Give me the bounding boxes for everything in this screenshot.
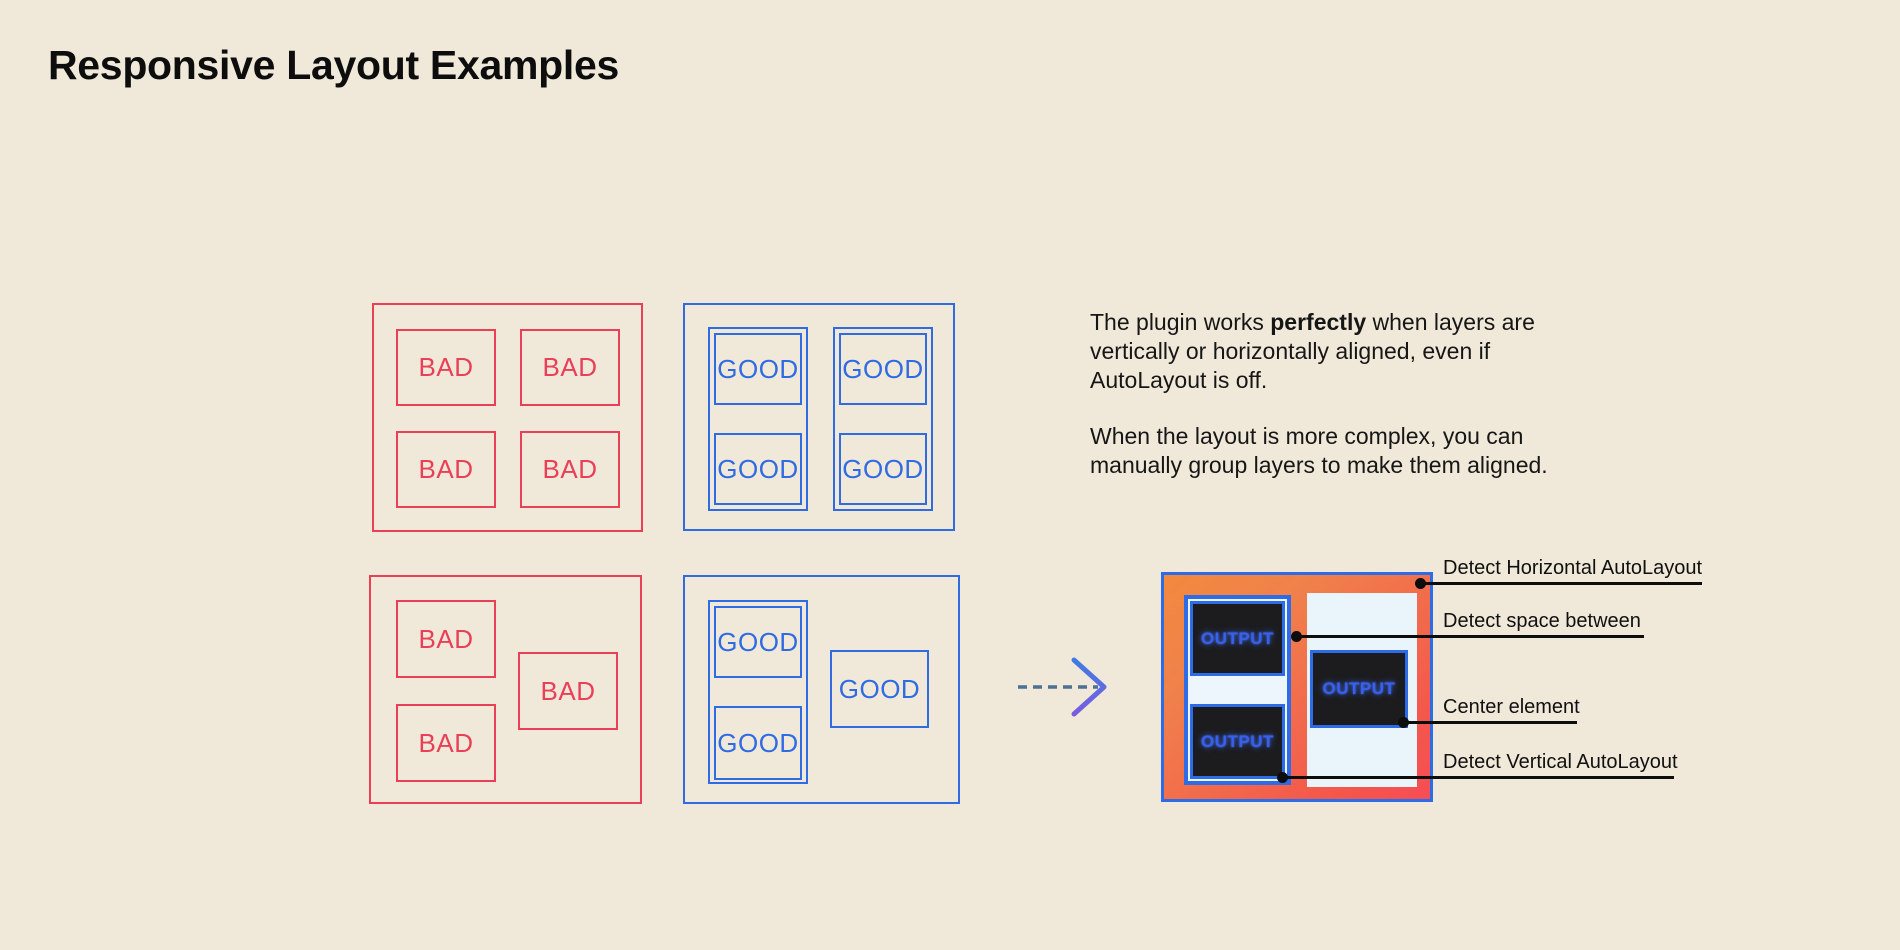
bad-group-top: BAD BAD BAD BAD: [372, 303, 643, 532]
good-box: GOOD: [830, 650, 929, 728]
output-box: OUTPUT: [1190, 601, 1285, 676]
bad-box: BAD: [396, 329, 496, 406]
transform-arrow-icon: [1018, 657, 1107, 717]
paragraph: The plugin works perfectly when layers a…: [1090, 308, 1555, 395]
good-box: GOOD: [839, 433, 927, 505]
good-column-group: GOOD GOOD: [833, 327, 933, 511]
good-group-bottom: GOOD GOOD GOOD: [683, 575, 960, 804]
annotation-line: [1283, 776, 1674, 779]
annotation-dot: [1398, 717, 1409, 728]
bad-box: BAD: [518, 652, 618, 730]
good-box: GOOD: [714, 333, 802, 405]
bad-box: BAD: [520, 431, 620, 508]
annotation-line: [1421, 582, 1702, 585]
output-label: OUTPUT: [1201, 731, 1274, 751]
annotation-dot: [1415, 578, 1426, 589]
annotation-line: [1404, 721, 1577, 724]
paragraph: When the layout is more complex, you can…: [1090, 423, 1548, 478]
paragraph-text: when layers are vertically or horizontal…: [1090, 309, 1535, 393]
good-box: GOOD: [839, 333, 927, 405]
output-box: OUTPUT: [1190, 704, 1285, 779]
good-column-group: GOOD GOOD: [708, 600, 808, 784]
annotation-label: Detect Horizontal AutoLayout: [1443, 557, 1703, 579]
bad-box: BAD: [396, 431, 496, 508]
paragraph-text: The plugin works: [1090, 309, 1271, 335]
good-box: GOOD: [714, 706, 802, 780]
annotation-label: Detect Vertical AutoLayout: [1443, 751, 1678, 773]
output-label: OUTPUT: [1322, 679, 1396, 698]
output-panel: OUTPUT OUTPUT OUTPUT: [1161, 572, 1433, 802]
page-title: Responsive Layout Examples: [48, 42, 619, 88]
annotation-label: Center element: [1443, 696, 1580, 718]
annotation-label: Detect space between: [1443, 610, 1641, 632]
annotation-dot: [1277, 772, 1288, 783]
bad-box: BAD: [396, 600, 496, 678]
bad-group-bottom: BAD BAD BAD: [369, 575, 642, 804]
good-column-group: GOOD GOOD: [708, 327, 808, 511]
output-box: OUTPUT: [1310, 650, 1408, 728]
good-box: GOOD: [714, 606, 802, 678]
bad-box: BAD: [520, 329, 620, 406]
good-group-top: GOOD GOOD GOOD GOOD: [683, 303, 955, 531]
bad-box: BAD: [396, 704, 496, 782]
paragraph-bold-text: perfectly: [1270, 309, 1367, 335]
output-vertical-group: OUTPUT OUTPUT: [1184, 595, 1291, 785]
output-label: OUTPUT: [1201, 628, 1274, 648]
annotation-line: [1297, 635, 1644, 638]
description-text: The plugin works perfectly when layers a…: [1090, 308, 1555, 480]
annotation-dot: [1291, 631, 1302, 642]
good-box: GOOD: [714, 433, 802, 505]
